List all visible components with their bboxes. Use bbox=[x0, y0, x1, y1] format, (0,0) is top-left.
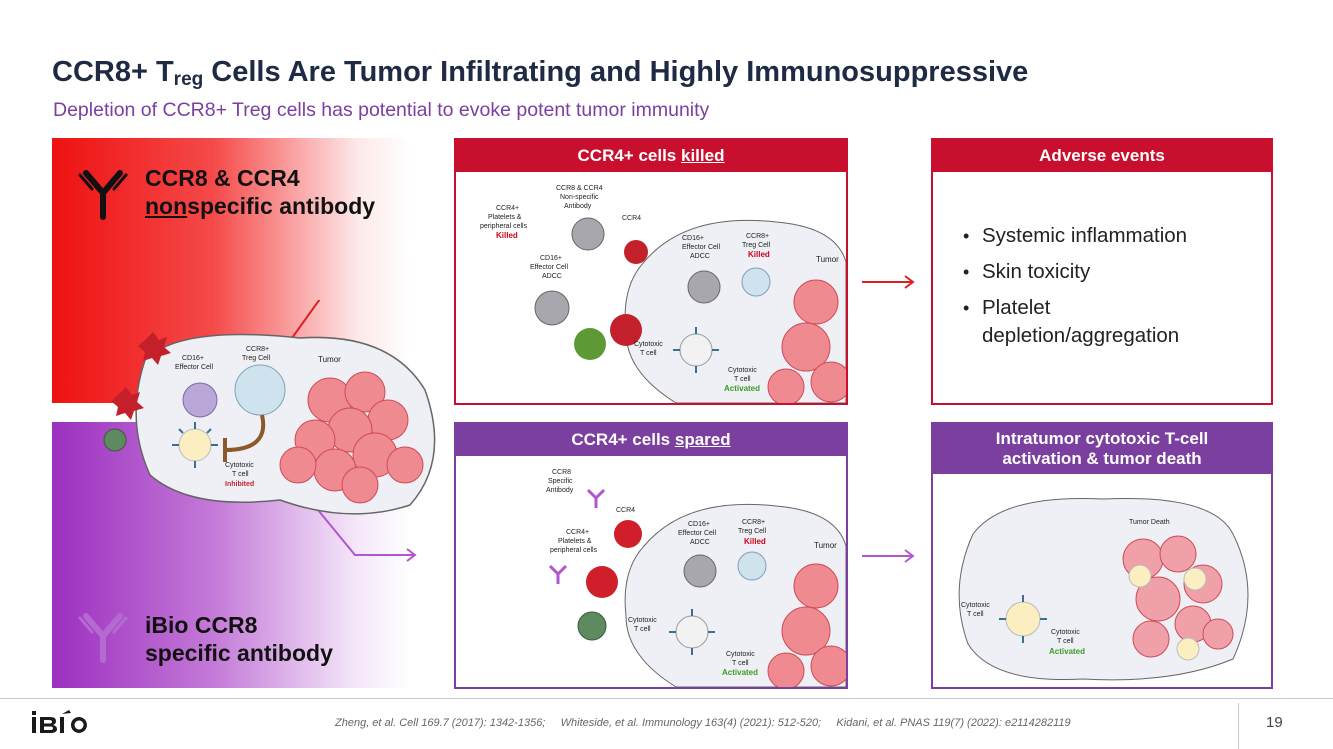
references: Zheng, et al. Cell 169.7 (2017): 1342-13… bbox=[335, 717, 1071, 729]
svg-text:Cytotoxic: Cytotoxic bbox=[961, 602, 990, 609]
svg-text:CCR8 & CCR4: CCR8 & CCR4 bbox=[556, 185, 603, 192]
adverse-event-item: Systemic inflammation bbox=[963, 222, 1232, 250]
ibio-logo bbox=[32, 710, 87, 733]
svg-text:Effector Cell: Effector Cell bbox=[678, 530, 716, 537]
arrow-killed-to-adverse bbox=[862, 275, 915, 289]
svg-text:Antibody: Antibody bbox=[546, 487, 574, 494]
svg-text:T cell: T cell bbox=[640, 350, 657, 357]
svg-text:CCR4+: CCR4+ bbox=[496, 205, 519, 212]
adverse-events-list: Systemic inflammation Skin toxicity Plat… bbox=[963, 222, 1232, 358]
svg-text:peripheral cells: peripheral cells bbox=[480, 223, 528, 230]
svg-text:Treg Cell: Treg Cell bbox=[742, 242, 771, 249]
svg-text:Activated: Activated bbox=[1049, 647, 1085, 656]
svg-text:CD16+: CD16+ bbox=[682, 235, 704, 242]
svg-text:Cytotoxic: Cytotoxic bbox=[628, 617, 657, 624]
svg-text:CCR4: CCR4 bbox=[616, 507, 635, 514]
svg-text:Tumor Death: Tumor Death bbox=[1129, 519, 1170, 526]
ccr4-killed-illustration: Tumor CCR4+ Platelets & peripheral cells… bbox=[480, 185, 846, 403]
arrow-spared-to-intratumor bbox=[862, 549, 915, 563]
svg-text:Tumor: Tumor bbox=[814, 541, 837, 550]
page-number-divider bbox=[1238, 703, 1239, 749]
svg-text:ADCC: ADCC bbox=[542, 273, 562, 280]
svg-text:Activated: Activated bbox=[724, 384, 760, 393]
inhibited-label: Inhibited bbox=[225, 481, 254, 488]
adverse-event-item: Skin toxicity bbox=[963, 258, 1232, 286]
ccr4-killed-box: CCR4+ cells killed Tumor CCR4+ Platelets… bbox=[454, 138, 848, 405]
tumor-microenvironment-illustration: Tumor CD16+ Effector Cell CCR8+ Treg Cel… bbox=[103, 300, 436, 562]
svg-text:CCR4+: CCR4+ bbox=[566, 529, 589, 536]
svg-text:CCR4: CCR4 bbox=[622, 215, 641, 222]
svg-text:Effector Cell: Effector Cell bbox=[682, 244, 720, 251]
adverse-event-item: Platelet depletion/aggregation bbox=[963, 294, 1232, 350]
svg-text:Non-specific: Non-specific bbox=[560, 194, 599, 201]
svg-text:Cytotoxic: Cytotoxic bbox=[634, 341, 663, 348]
svg-text:CCR8+: CCR8+ bbox=[742, 519, 765, 526]
intratumor-activation-box: Intratumor cytotoxic T-cell activation &… bbox=[931, 422, 1273, 689]
footer-divider-line bbox=[0, 698, 1333, 699]
svg-text:T cell: T cell bbox=[1057, 638, 1074, 645]
svg-text:T cell: T cell bbox=[734, 376, 751, 383]
svg-text:CCR8+: CCR8+ bbox=[746, 233, 769, 240]
svg-text:ADCC: ADCC bbox=[690, 253, 710, 260]
ccr4-killed-header: CCR4+ cells killed bbox=[456, 140, 846, 172]
cytotoxic-label-2: T cell bbox=[232, 471, 249, 478]
slide-title: CCR8+ Treg Cells Are Tumor Infiltrating … bbox=[52, 56, 1029, 90]
svg-text:T cell: T cell bbox=[732, 660, 749, 667]
adverse-events-header: Adverse events bbox=[933, 140, 1271, 172]
ccr4-spared-illustration: Tumor CCR8 Specific Antibody CCR4 CCR4+ … bbox=[546, 469, 846, 687]
treg-cell-label-2: Treg Cell bbox=[242, 355, 271, 362]
svg-text:Killed: Killed bbox=[744, 537, 766, 546]
svg-text:CD16+: CD16+ bbox=[688, 521, 710, 528]
intratumor-activation-header: Intratumor cytotoxic T-cell activation &… bbox=[933, 424, 1271, 474]
svg-text:ADCC: ADCC bbox=[690, 539, 710, 546]
svg-text:Cytotoxic: Cytotoxic bbox=[1051, 629, 1080, 636]
page-number: 19 bbox=[1266, 714, 1283, 731]
svg-text:Killed: Killed bbox=[496, 231, 518, 240]
svg-text:Specific: Specific bbox=[548, 478, 573, 485]
tumor-label: Tumor bbox=[318, 355, 341, 364]
svg-text:T cell: T cell bbox=[967, 611, 984, 618]
svg-text:T cell: T cell bbox=[634, 626, 651, 633]
svg-text:Effector Cell: Effector Cell bbox=[530, 264, 568, 271]
effector-cell-label-2: Effector Cell bbox=[175, 364, 213, 371]
tumor-death-illustration: Tumor Death Cytotoxic T cell Cytotoxic T… bbox=[958, 497, 1249, 681]
svg-text:Killed: Killed bbox=[748, 250, 770, 259]
slide-subtitle: Depletion of CCR8+ Treg cells has potent… bbox=[53, 99, 710, 121]
ccr4-spared-box: CCR4+ cells spared Tumor CCR8 Specific A… bbox=[454, 422, 848, 689]
specific-antibody-label: iBio CCR8 specific antibody bbox=[145, 612, 333, 666]
effector-cell-label-1: CD16+ bbox=[182, 355, 204, 362]
ccr4-spared-header: CCR4+ cells spared bbox=[456, 424, 846, 456]
svg-text:CD16+: CD16+ bbox=[540, 255, 562, 262]
cytotoxic-label-1: Cytotoxic bbox=[225, 462, 254, 469]
svg-text:Cytotoxic: Cytotoxic bbox=[728, 367, 757, 374]
svg-text:Platelets &: Platelets & bbox=[558, 538, 592, 545]
adverse-events-box: Adverse events Systemic inflammation Ski… bbox=[931, 138, 1273, 405]
svg-text:Platelets &: Platelets & bbox=[488, 214, 522, 221]
svg-text:CCR8: CCR8 bbox=[552, 469, 571, 476]
antibody-icon-specific bbox=[78, 613, 128, 663]
svg-text:Cytotoxic: Cytotoxic bbox=[726, 651, 755, 658]
antibody-icon-nonspecific bbox=[78, 170, 128, 220]
treg-cell-label-1: CCR8+ bbox=[246, 346, 269, 353]
nonspecific-antibody-label: CCR8 & CCR4 nonspecific antibody bbox=[145, 165, 376, 219]
svg-text:Antibody: Antibody bbox=[564, 203, 592, 210]
svg-text:Activated: Activated bbox=[722, 668, 758, 677]
svg-text:Tumor: Tumor bbox=[816, 255, 839, 264]
svg-text:Treg Cell: Treg Cell bbox=[738, 528, 767, 535]
svg-text:peripheral cells: peripheral cells bbox=[550, 547, 598, 554]
